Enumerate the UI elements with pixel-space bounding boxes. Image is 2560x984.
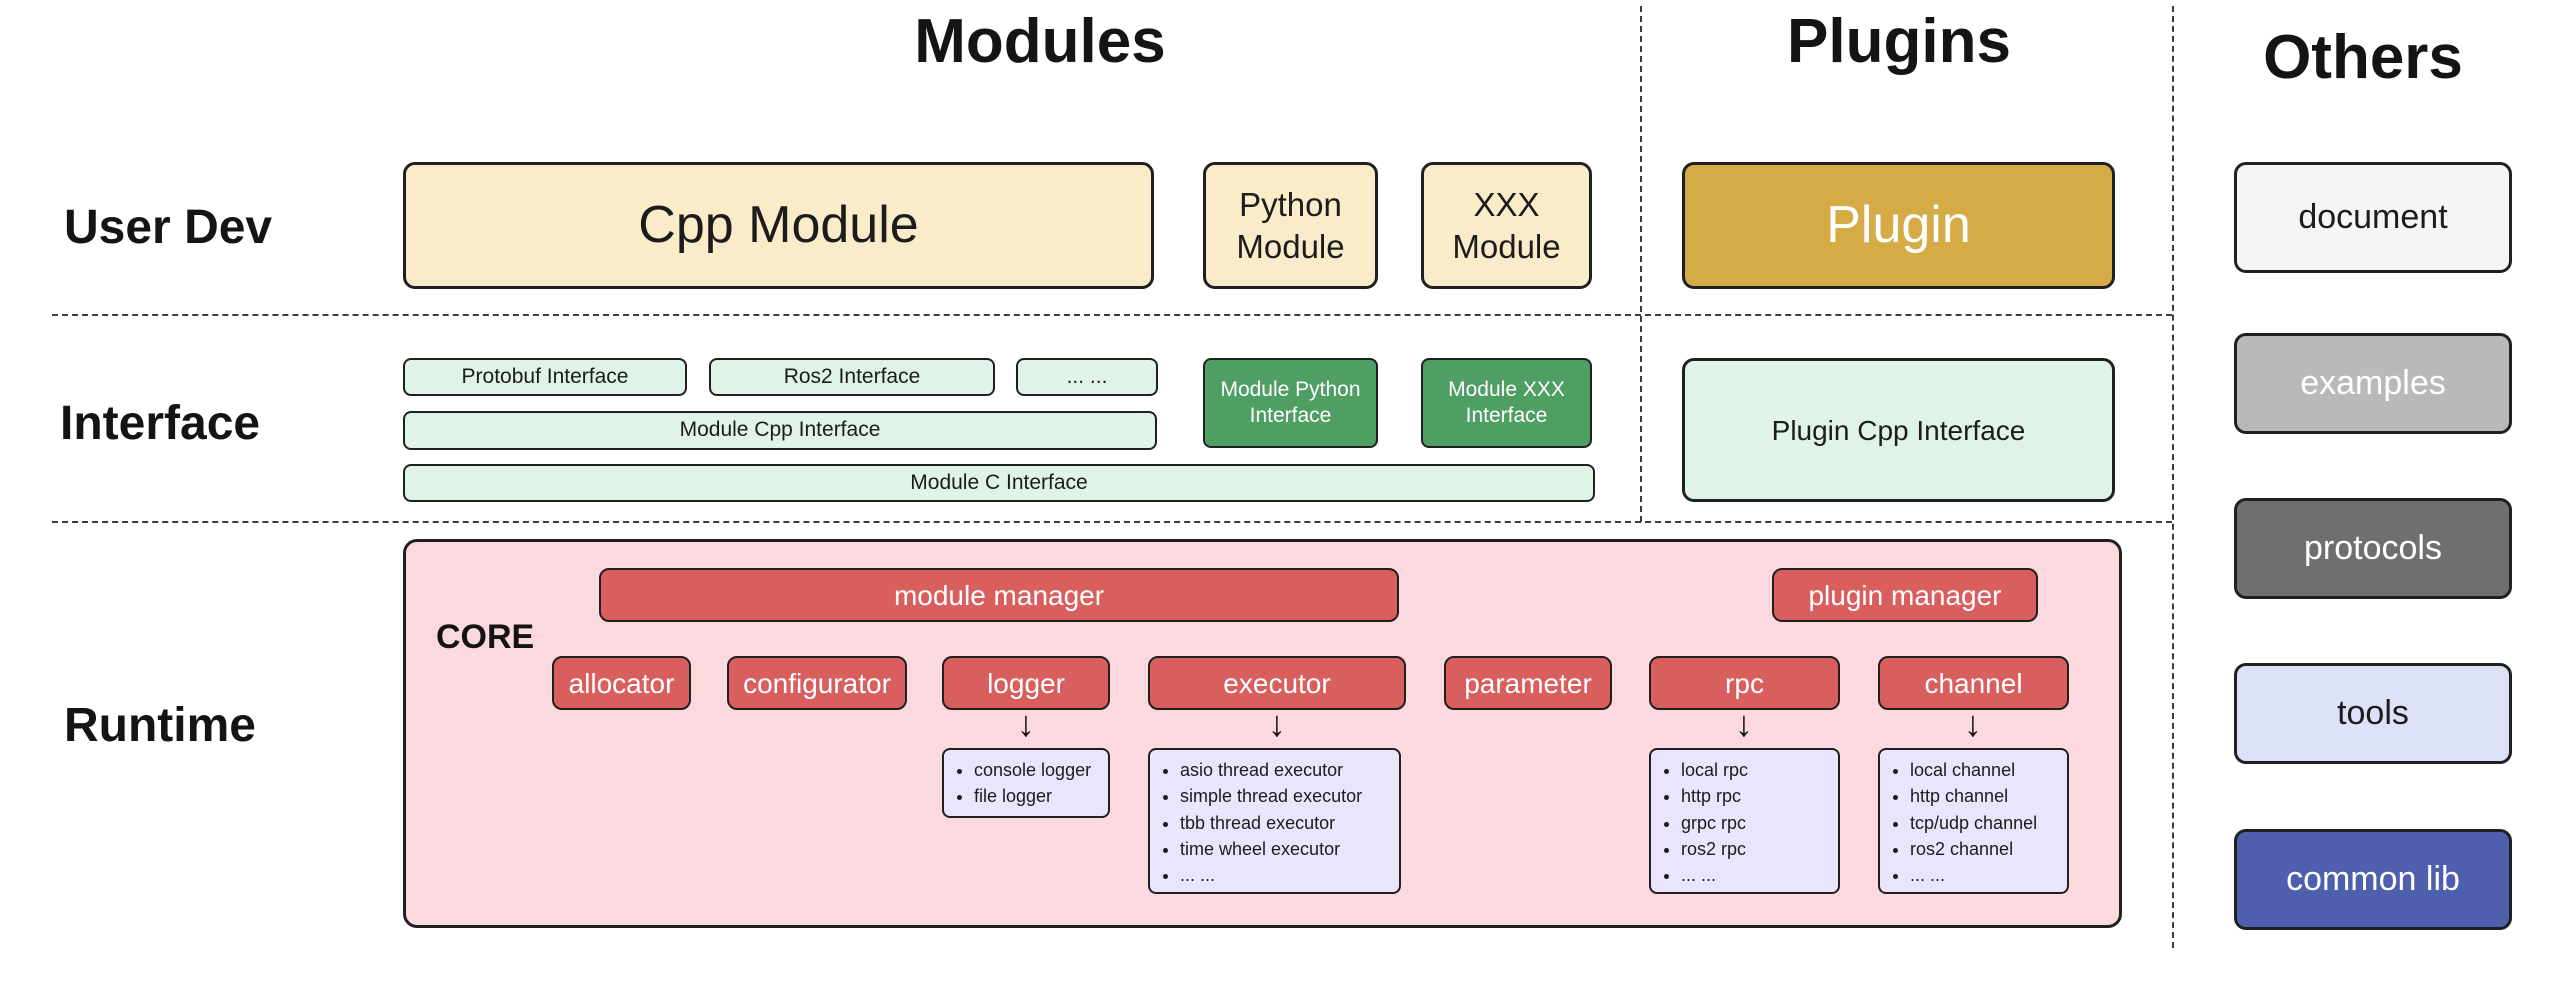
list-item: ... ... bbox=[1910, 863, 2061, 887]
list-item: simple thread executor bbox=[1180, 784, 1393, 808]
list-item: http rpc bbox=[1681, 784, 1832, 808]
python-module-box: Python Module bbox=[1203, 162, 1378, 289]
plugin-cpp-interface-box: Plugin Cpp Interface bbox=[1682, 358, 2115, 502]
channel-impls-list: local channelhttp channel tcp/udp channel… bbox=[1910, 758, 2061, 887]
module-cpp-interface-box: Module Cpp Interface bbox=[403, 411, 1157, 450]
allocator-box: allocator bbox=[552, 656, 691, 710]
row-label-runtime: Runtime bbox=[64, 699, 256, 752]
divider-interface-runtime bbox=[52, 521, 2172, 523]
more-interface-box: ... ... bbox=[1016, 358, 1158, 396]
rpc-box: rpc bbox=[1649, 656, 1840, 710]
list-item: tbb thread executor bbox=[1180, 811, 1393, 835]
list-item: time wheel executor bbox=[1180, 837, 1393, 861]
list-item: local rpc bbox=[1681, 758, 1832, 782]
cpp-module-box: Cpp Module bbox=[403, 162, 1154, 289]
others-document-box: document bbox=[2234, 162, 2512, 273]
others-common-lib-box: common lib bbox=[2234, 829, 2512, 930]
arrow-down-icon: ↓ bbox=[1964, 703, 1982, 744]
arrow-down-icon: ↓ bbox=[1017, 703, 1035, 744]
module-python-interface-box: Module Python Interface bbox=[1203, 358, 1378, 448]
row-label-interface: Interface bbox=[60, 397, 261, 450]
arrow-down-icon: ↓ bbox=[1735, 703, 1753, 744]
list-item: asio thread executor bbox=[1180, 758, 1393, 782]
list-item: local channel bbox=[1910, 758, 2061, 782]
protobuf-interface-box: Protobuf Interface bbox=[403, 358, 687, 396]
logger-impls-box: console loggerfile logger bbox=[942, 748, 1110, 818]
list-item: ros2 rpc bbox=[1681, 837, 1832, 861]
parameter-box: parameter bbox=[1444, 656, 1612, 710]
divider-userdev-interface bbox=[52, 314, 2172, 316]
executor-impls-box: asio thread executorsimple thread execut… bbox=[1148, 748, 1401, 894]
plugin-box: Plugin bbox=[1682, 162, 2115, 289]
logger-impls-list: console loggerfile logger bbox=[974, 758, 1102, 809]
core-label: CORE bbox=[436, 618, 535, 656]
list-item: http channel bbox=[1910, 784, 2061, 808]
divider-plugins-others bbox=[2172, 6, 2174, 948]
list-item: grpc rpc bbox=[1681, 811, 1832, 835]
column-header-modules: Modules bbox=[914, 7, 1166, 76]
plugin-manager-box: plugin manager bbox=[1772, 568, 2038, 622]
ros2-interface-box: Ros2 Interface bbox=[709, 358, 995, 396]
module-xxx-interface-box: Module XXX Interface bbox=[1421, 358, 1592, 448]
channel-impls-box: local channelhttp channel tcp/udp channel… bbox=[1878, 748, 2069, 894]
rpc-impls-box: local rpchttp rpc grpc rpcros2 rpc... ... bbox=[1649, 748, 1840, 894]
divider-modules-plugins bbox=[1640, 6, 1642, 522]
list-item: file logger bbox=[974, 784, 1102, 808]
configurator-box: configurator bbox=[727, 656, 907, 710]
column-header-plugins: Plugins bbox=[1787, 7, 2011, 76]
rpc-impls-list: local rpchttp rpc grpc rpcros2 rpc... ... bbox=[1681, 758, 1832, 887]
xxx-module-box: XXX Module bbox=[1421, 162, 1592, 289]
list-item: ... ... bbox=[1681, 863, 1832, 887]
others-tools-box: tools bbox=[2234, 663, 2512, 764]
module-manager-box: module manager bbox=[599, 568, 1399, 622]
column-header-others: Others bbox=[2263, 23, 2463, 92]
executor-box: executor bbox=[1148, 656, 1406, 710]
executor-impls-list: asio thread executorsimple thread execut… bbox=[1180, 758, 1393, 887]
module-c-interface-box: Module C Interface bbox=[403, 464, 1595, 502]
others-protocols-box: protocols bbox=[2234, 498, 2512, 599]
others-examples-box: examples bbox=[2234, 333, 2512, 434]
list-item: console logger bbox=[974, 758, 1102, 782]
list-item: tcp/udp channel bbox=[1910, 811, 2061, 835]
row-label-user-dev: User Dev bbox=[64, 201, 273, 254]
logger-box: logger bbox=[942, 656, 1110, 710]
channel-box: channel bbox=[1878, 656, 2069, 710]
arrow-down-icon: ↓ bbox=[1268, 703, 1286, 744]
list-item: ... ... bbox=[1180, 863, 1393, 887]
list-item: ros2 channel bbox=[1910, 837, 2061, 861]
